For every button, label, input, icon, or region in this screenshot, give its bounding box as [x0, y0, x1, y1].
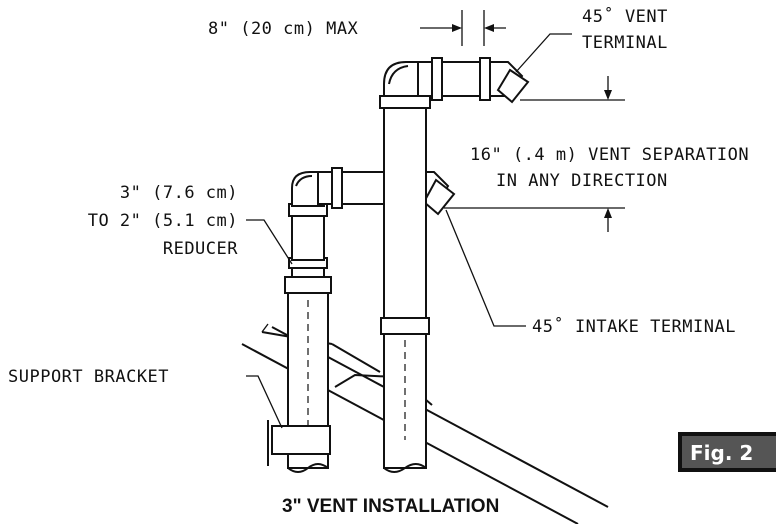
- separation-dimension: [444, 76, 625, 232]
- vent-terminal-label-line1: 45˚ VENT: [582, 6, 668, 27]
- intake-terminal-label: 45˚ INTAKE TERMINAL: [532, 316, 736, 337]
- figure-tag: Fig. 2: [678, 432, 776, 472]
- leader-lines: [246, 33, 572, 429]
- figure-tag-label: Fig. 2: [690, 441, 753, 465]
- vent-pipe: [379, 57, 530, 473]
- reducer-label-line3: REDUCER: [163, 239, 238, 259]
- separation-label-line1: 16" (.4 m) VENT SEPARATION: [470, 145, 749, 165]
- diagram-caption: 3" VENT INSTALLATION: [282, 496, 499, 517]
- max-dimension: [420, 10, 506, 46]
- support-bracket: [267, 420, 331, 466]
- support-bracket-label: SUPPORT BRACKET: [8, 367, 169, 387]
- reducer-label-line1: 3" (7.6 cm): [120, 183, 238, 203]
- vent-terminal-label-line2: TERMINAL: [582, 33, 668, 53]
- reducer-label-line2: TO 2" (5.1 cm): [88, 211, 238, 231]
- separation-label-line2: IN ANY DIRECTION: [496, 171, 668, 191]
- max-distance-label: 8" (20 cm) MAX: [208, 19, 359, 39]
